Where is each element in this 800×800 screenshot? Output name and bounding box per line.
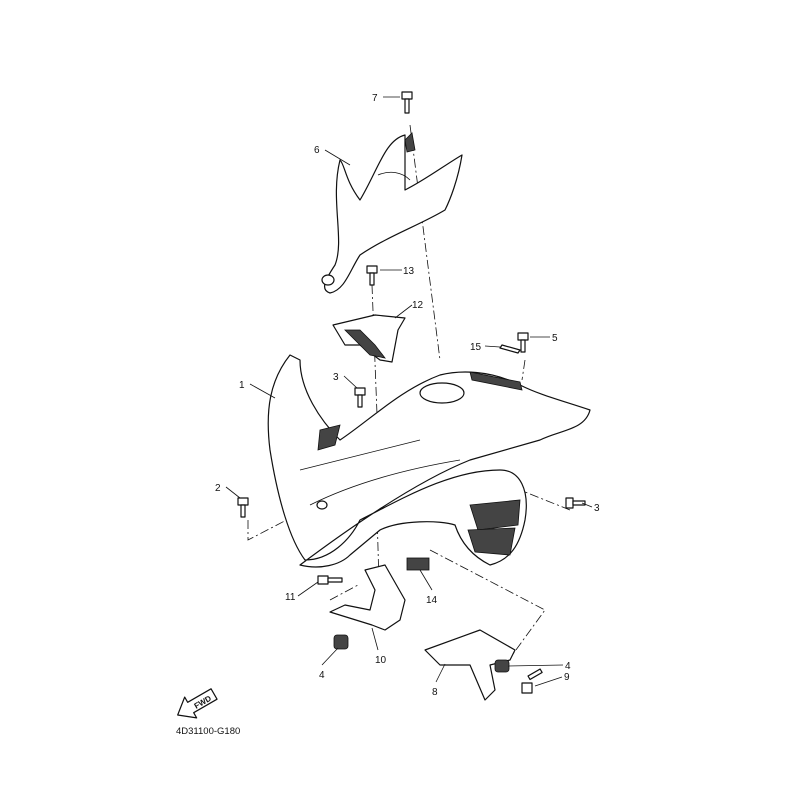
stay-10 [329,564,406,631]
callout-6: 6 [314,145,320,156]
nut-4-right [494,659,510,673]
callout-2: 2 [215,483,221,494]
bolt-9 [521,668,543,694]
bolt-2 [237,497,249,518]
fwd-arrow-icon: FWD [177,688,218,719]
callout-15: 15 [470,342,482,353]
emblem-15 [499,344,521,354]
stay-8 [424,629,516,701]
front-fender [267,354,591,568]
leader-lines [225,96,593,687]
callout-3-right: 3 [594,503,600,514]
callout-4-left: 4 [319,670,325,681]
callout-12: 12 [412,300,424,311]
bolt-7 [401,91,413,114]
callout-13: 13 [403,266,415,277]
bolt-13 [366,265,378,286]
callout-4-right: 4 [565,661,571,672]
callout-11: 11 [285,592,296,603]
bracket-12 [332,314,406,363]
callout-1: 1 [239,380,245,391]
bolt-3-right [565,497,586,509]
callout-8: 8 [432,687,438,698]
callout-9: 9 [564,672,570,683]
headlight-cover [321,132,463,294]
bolt-3-left [354,387,366,408]
part-number-code: 4D31100-G180 [176,726,240,737]
nut-4-left [333,634,349,650]
bolt-5 [517,332,529,353]
callout-10: 10 [375,655,387,666]
callout-labels: 7 6 13 12 15 5 1 3 2 3 11 14 10 4 8 4 9 [215,93,600,698]
damper-14 [406,557,430,571]
callout-7: 7 [372,93,378,104]
callout-5: 5 [552,333,558,344]
callout-3-left: 3 [333,372,339,383]
callout-14: 14 [426,595,438,606]
bolt-11 [317,575,343,585]
